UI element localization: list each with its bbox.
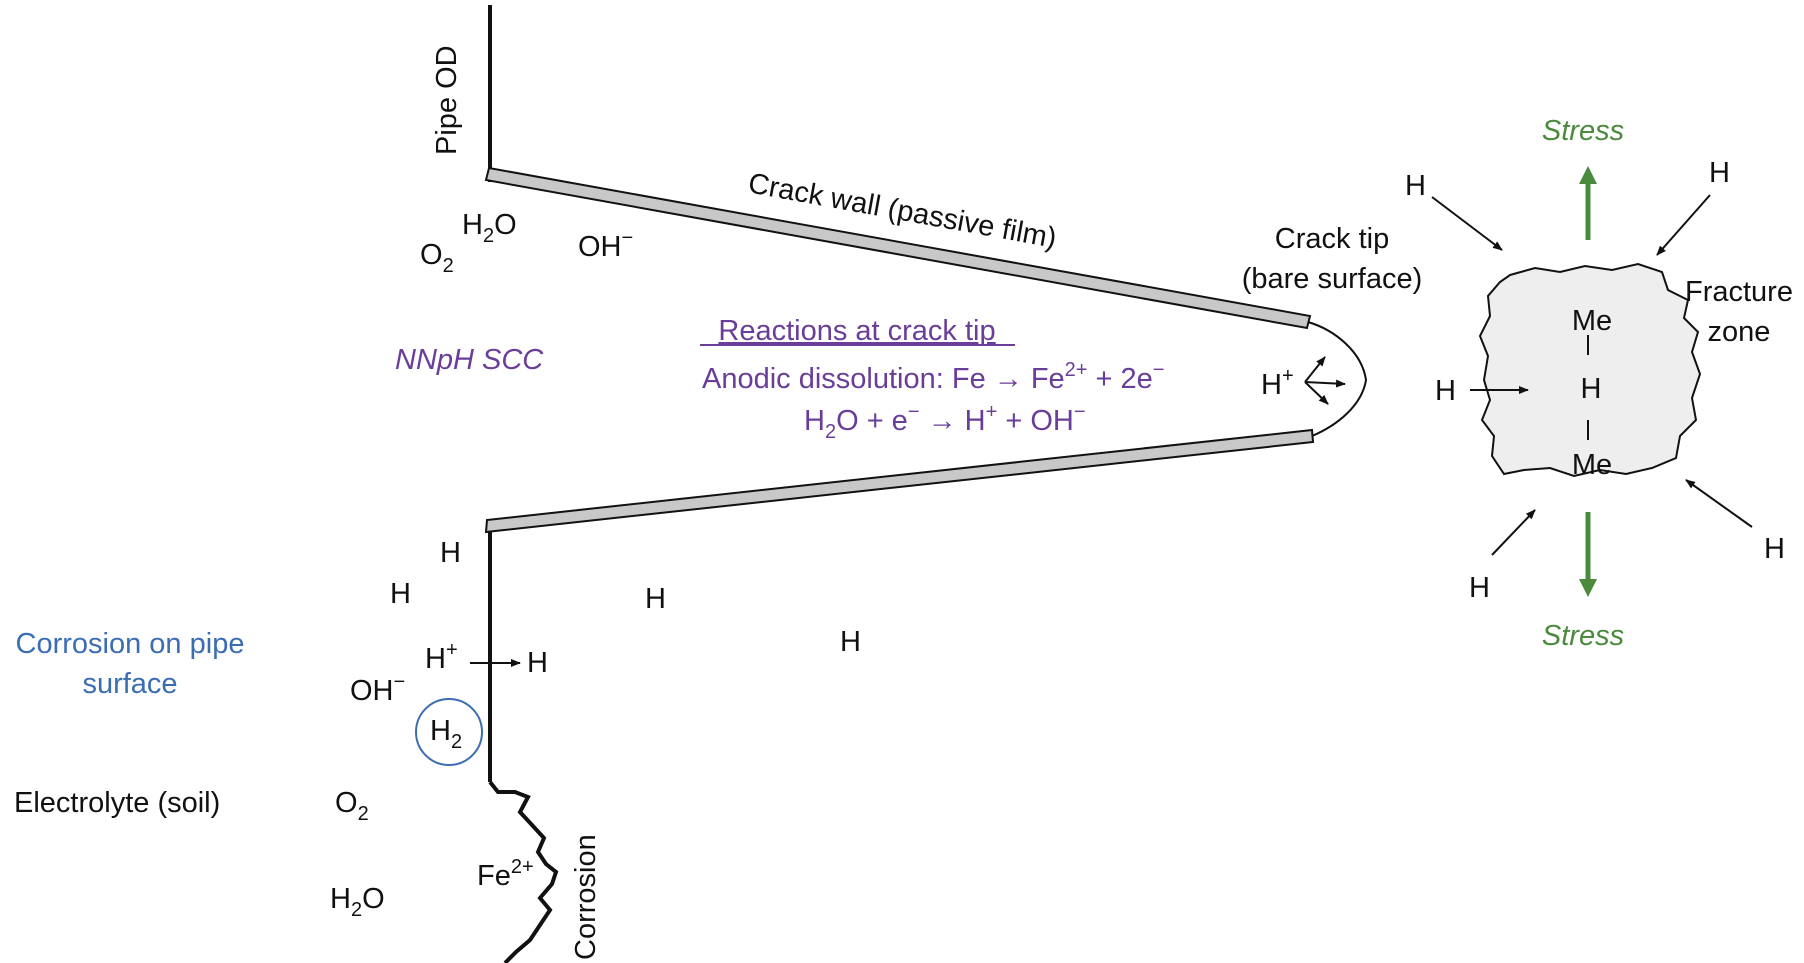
h-frac-top-left: H [1405,170,1426,202]
electrolyte-label: Electrolyte (soil) [14,787,220,819]
h2o-lower: H2O [330,883,385,921]
crack-tip-curve [1307,321,1368,437]
crack-tip-arrow-right [1304,379,1346,388]
h2-label: H2 [430,715,462,753]
h-frac-bottom-left: H [1469,572,1490,604]
corrosion-surface [488,780,559,963]
reaction-line-2: H2O + e− → H+ + OH− [804,401,1086,443]
h-center: H [1581,373,1602,405]
h-arrow-bottom-right [1685,479,1753,528]
h-frac-bottom-right: H [1764,533,1785,565]
h-arrow-top-right [1656,194,1711,256]
crack-tip-label-2: (bare surface) [1242,263,1423,295]
me-bottom: Me [1572,449,1612,481]
h-atom-3: H [645,583,666,615]
fe2-label: Fe2+ [477,856,534,892]
crack-tip-arrow-down [1304,381,1329,405]
h-arrow-top-left [1431,196,1503,251]
corrosion-surface-label-1: Corrosion on pipe [16,628,245,660]
o2-top: O2 [420,239,454,277]
crack-wall-upper [484,166,1312,330]
reactions-heading: Reactions at crack tip [718,315,995,347]
stress-top-label: Stress [1542,115,1624,147]
crack-tip-label-1: Crack tip [1275,223,1389,255]
h-plus-crack-tip: H+ [1261,365,1294,401]
fracture-zone-blob [1478,262,1702,478]
nnph-scc-label: NNpH SCC [395,344,544,376]
h-atom-2: H [390,578,411,610]
h-frac-top-right: H [1709,157,1730,189]
corrosion-surface-label-2: surface [82,668,177,700]
fracture-zone-label-1: Fracture [1685,276,1793,308]
reaction-line-1: Anodic dissolution: Fe → Fe2+ + 2e− [702,359,1164,395]
h2o-top: H2O [462,209,517,247]
pipe-od-label: Pipe OD [431,45,463,155]
h-atom-surface: H [527,647,548,679]
h-atom-4: H [840,626,861,658]
o2-lower: O2 [335,787,369,825]
oh-lower: OH− [350,671,405,707]
me-top: Me [1572,305,1612,337]
fracture-zone-label-2: zone [1708,316,1771,348]
crack-wall-lower [484,428,1315,534]
h2-bubble [415,698,483,766]
corrosion-label: Corrosion [570,834,602,960]
h-atom-1: H [440,537,461,569]
h-plus-surface: H+ [425,639,458,675]
h-frac-left: H [1435,375,1456,407]
h-arrow-bottom-left [1491,509,1536,556]
stress-bottom-label: Stress [1542,620,1624,652]
oh-top: OH− [578,227,633,263]
crack-tip-arrow-up [1304,356,1326,383]
